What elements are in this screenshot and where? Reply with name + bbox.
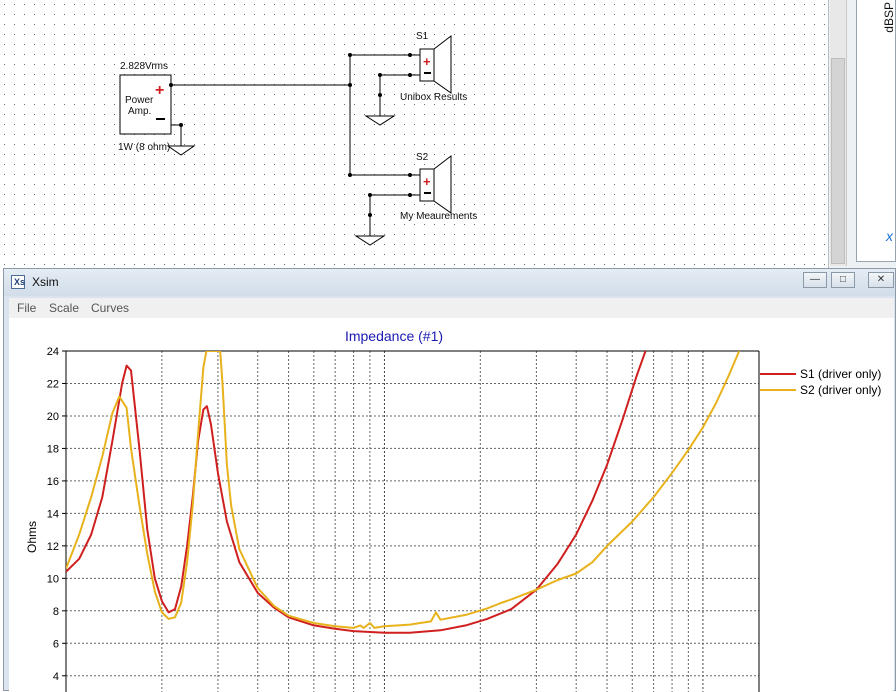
amp-voltage-label: 2.828Vrms [120,61,168,72]
menu-bar: File Scale Curves [9,298,894,318]
y-tick-label: 22 [47,378,59,390]
amp-label-line2: Amp. [128,106,152,117]
maximize-button[interactable]: □ [831,272,855,288]
y-tick-label: 6 [53,638,59,650]
menu-curves[interactable]: Curves [91,301,130,315]
app-icon-text: Xs [14,277,26,287]
minimize-button[interactable]: — [803,272,827,288]
close-button[interactable]: ✕ [868,272,894,288]
plot-area [66,351,759,692]
speaker-s2-symbol[interactable]: + [419,154,452,214]
speaker-s1-description: Unibox Results [400,92,468,103]
chart-title: Impedance (#1) [344,328,444,344]
y-tick-label: 4 [53,671,59,683]
y-tick-label: 10 [47,573,59,585]
impedance-chart[interactable]: 4 6 8 10 12 14 16 18 20 22 24 [9,318,894,692]
speaker-s2-description: My Meaurements [400,211,478,222]
menu-scale[interactable]: Scale [49,301,80,315]
y-tick-label: 12 [47,541,59,553]
spl-panel [856,0,896,262]
y-tick-label: 18 [47,443,59,455]
legend-label-s1: S1 (driver only) [800,367,882,381]
xsim-app-icon: Xs [11,275,25,289]
spl-panel-axis-mark: x [886,228,893,244]
schematic-vertical-scrollbar[interactable] [830,0,847,266]
speaker-s1-symbol[interactable]: + [419,34,452,94]
xsim-window[interactable]: Xs Xsim — □ ✕ File Scale Curves Impedanc… [3,268,896,692]
scrollbar-thumb[interactable] [831,58,845,264]
ground-symbols [166,115,396,246]
window-title: Xsim [32,275,59,289]
speaker-s2-name: S2 [416,152,429,163]
spl-panel-label: dBSP [882,2,896,33]
amp-power-label: 1W (8 ohm) [118,142,171,153]
menu-file[interactable]: File [17,301,37,315]
series-line-1 [66,351,647,634]
junctions [169,53,412,217]
y-tick-label: 16 [47,476,59,488]
series-line-2 [66,351,741,629]
speaker-s1-name: S1 [416,31,429,42]
y-tick-label: 20 [47,411,59,423]
legend-label-s2: S2 (driver only) [800,383,882,397]
svg-text:+: + [423,54,431,69]
schematic-drawing: + [0,0,896,268]
legend-swatch-s1 [760,373,796,375]
y-tick-label: 8 [53,606,59,618]
y-tick-label: 14 [47,508,59,520]
title-bar[interactable]: Xs Xsim — □ ✕ [4,269,895,296]
svg-text:+: + [155,82,164,99]
y-tick-label: 24 [47,346,59,358]
amp-label-line1: Power [125,95,154,106]
svg-text:+: + [423,174,431,189]
schematic-canvas[interactable]: + [0,0,896,268]
legend-swatch-s2 [760,389,796,391]
power-amp-symbol[interactable]: + [119,74,172,135]
